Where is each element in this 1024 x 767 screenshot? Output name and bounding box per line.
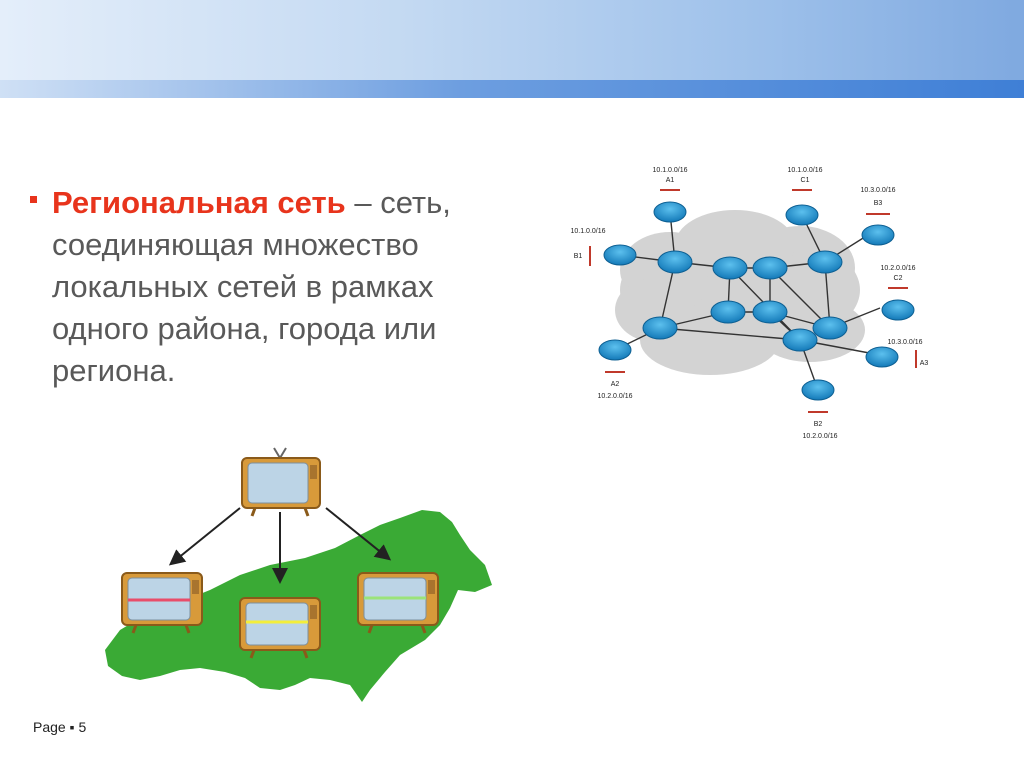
header-stripe (0, 80, 1024, 98)
router-icon (598, 339, 632, 361)
router-icon (712, 256, 748, 280)
router-icon (657, 250, 693, 274)
page-number: 5 (78, 719, 87, 735)
page-separator: ▪ (69, 719, 75, 735)
term-definition: – сеть, соединяющая множество локальных … (52, 185, 451, 388)
site-label-c2: C2 (894, 275, 903, 282)
subnet-label-b3: 10.3.0.0/16 (860, 187, 895, 194)
router-icon (603, 244, 637, 266)
site-label-b3: B3 (874, 200, 883, 207)
page-footer: Page ▪ 5 (33, 719, 86, 735)
broadcast-tv-icon (241, 447, 321, 517)
subnet-label-a3: 10.3.0.0/16 (887, 339, 922, 346)
router-icon (801, 379, 835, 401)
router-icon (782, 328, 818, 352)
site-label-a3: A3 (920, 360, 929, 367)
site-label-c1: C1 (801, 177, 810, 184)
subnet-label-a1: 10.1.0.0/16 (652, 167, 687, 174)
lan-stubs (589, 189, 917, 413)
router-icon (752, 300, 788, 324)
bullet-text: Региональная сеть – сеть, соединяющая мн… (52, 182, 502, 392)
broadcast-arrows (168, 507, 392, 584)
site-label-a2: A2 (611, 381, 620, 388)
site-label-b2: B2 (814, 421, 823, 428)
router-icon (881, 299, 915, 321)
router-icon (812, 316, 848, 340)
router-icon (861, 224, 895, 246)
router-icon (752, 256, 788, 280)
tv-icon-green-signal (357, 572, 439, 634)
subnet-label-a2: 10.2.0.0/16 (597, 393, 632, 400)
regional-network-diagram: 10.1.0.0/16 A1 10.1.0.0/16 C1 10.3.0.0/1… (570, 167, 929, 440)
subnet-label-b1: 10.1.0.0/16 (570, 228, 605, 235)
tv-icon-yellow-signal (239, 597, 321, 659)
tv-broadcast-illustration (105, 447, 492, 702)
router-icon (653, 201, 687, 223)
bullet-square-icon (30, 196, 37, 203)
subnet-label-c2: 10.2.0.0/16 (880, 265, 915, 272)
router-icon (785, 204, 819, 226)
subnet-label-b2: 10.2.0.0/16 (802, 433, 837, 440)
site-label-b1: B1 (574, 253, 583, 260)
router-icon (807, 250, 843, 274)
subnet-label-c1: 10.1.0.0/16 (787, 167, 822, 174)
term-highlight: Региональная сеть (52, 185, 346, 220)
router-icon (710, 300, 746, 324)
router-icon (865, 346, 899, 368)
site-label-a1: A1 (666, 177, 675, 184)
router-icons (598, 201, 915, 401)
router-icon (642, 316, 678, 340)
tv-icon-red-signal (121, 572, 203, 634)
page-label: Page (33, 719, 66, 735)
